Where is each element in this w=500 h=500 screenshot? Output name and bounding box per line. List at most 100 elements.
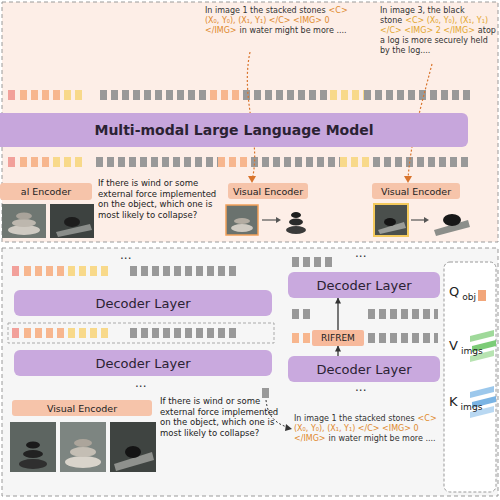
- token-row: [251, 157, 340, 167]
- query-token: [478, 290, 486, 301]
- arrowhead: [404, 176, 412, 183]
- annotation: in water might be more ....: [329, 434, 436, 443]
- attention-panel: [444, 262, 496, 492]
- token-row: [96, 157, 218, 167]
- node-label: Visual Encoder: [381, 186, 451, 197]
- token-row: [24, 328, 68, 338]
- token-row: [373, 157, 470, 167]
- token-row: [68, 266, 112, 276]
- encoder-box: Visual Encoder: [12, 400, 152, 416]
- stone: [26, 442, 40, 449]
- token-row: [340, 157, 373, 167]
- token-row: [68, 328, 112, 338]
- annotation: If there is wind or some external force …: [98, 178, 216, 220]
- stone: [8, 225, 40, 235]
- annotation: V: [449, 338, 458, 353]
- key-token: [470, 386, 494, 398]
- annotation: ...: [135, 376, 146, 390]
- bottom-panel: [2, 248, 498, 496]
- text-block: If there is wind or some external force …: [160, 396, 282, 439]
- node-label: Decoder Layer: [316, 278, 411, 293]
- stone: [16, 213, 32, 220]
- model-band: Multi-modal Large Language Model: [0, 113, 468, 147]
- subscript: imgs: [461, 346, 483, 356]
- encoder-box: Visual Encoder: [228, 183, 308, 199]
- annotation: ...: [355, 380, 366, 394]
- stone: [234, 218, 250, 224]
- token-row: [53, 157, 86, 167]
- node-label: Decoder Layer: [316, 362, 411, 377]
- decoder-layer-box: Decoder Layer: [288, 356, 440, 382]
- node-label: Decoder Layer: [95, 356, 190, 371]
- annotation: in water might be more ....: [240, 26, 347, 35]
- node-label: Multi-modal Large Language Model: [94, 122, 373, 138]
- subscript: obj: [462, 292, 476, 302]
- text-block: ...: [355, 380, 385, 395]
- photo: [60, 422, 106, 472]
- log: [434, 220, 470, 236]
- text-block: In image 3, the black stone<C> (X₀, Y₀),…: [380, 6, 496, 56]
- stone: [12, 219, 36, 227]
- arrow-line: [411, 219, 424, 220]
- token-row: [330, 90, 364, 100]
- text-block: Vimgs: [449, 338, 489, 357]
- arrowhead: [248, 176, 256, 183]
- token-bracket: [8, 323, 274, 343]
- photo: [110, 422, 156, 472]
- connector-arrow: [337, 346, 338, 356]
- annotation: In image 1 the stacked stones: [205, 6, 326, 15]
- node-label: Decoder Layer: [95, 296, 190, 311]
- photo: [374, 204, 408, 236]
- text-block: Qobj: [449, 284, 489, 303]
- connector-arrow: [337, 298, 338, 330]
- token: [262, 388, 269, 398]
- photo: [50, 204, 94, 238]
- stone: [19, 459, 47, 469]
- stone: [384, 218, 396, 226]
- token: [12, 328, 19, 338]
- token-row: [243, 90, 330, 100]
- module-box: RIFREM: [312, 330, 364, 346]
- token-row: [368, 333, 438, 343]
- stone: [64, 217, 80, 227]
- arrowhead: [276, 217, 281, 223]
- token-row: [210, 90, 243, 100]
- token: [8, 90, 15, 100]
- annotation: K: [449, 394, 458, 409]
- stone: [23, 450, 43, 458]
- token: [8, 157, 15, 167]
- node-label: RIFREM: [321, 333, 355, 343]
- stone: [443, 214, 461, 226]
- encoder-box: al Encoder: [0, 183, 92, 200]
- token-row: [292, 333, 310, 343]
- annotation: ...: [355, 246, 366, 260]
- token-row: [24, 266, 68, 276]
- stone: [65, 456, 101, 468]
- stone: [231, 224, 253, 232]
- value-token: [470, 330, 494, 342]
- subscript: imgs: [461, 402, 483, 412]
- text-block: In image 1 the stacked stones<C> (X₀, Y₀…: [205, 6, 355, 36]
- decoder-layer-box: Decoder Layer: [288, 272, 440, 298]
- token-row: [292, 257, 336, 267]
- token-row: [20, 157, 53, 167]
- token-row: [130, 266, 240, 276]
- annotation: Q: [449, 284, 459, 299]
- token-row: [130, 328, 240, 338]
- arrowhead: [285, 424, 292, 431]
- node-label: Visual Encoder: [47, 403, 117, 414]
- text-block: ...: [120, 248, 150, 263]
- decoder-layer-box: Decoder Layer: [14, 350, 272, 376]
- log: [378, 222, 406, 234]
- stone: [289, 219, 303, 226]
- encoder-box: Visual Encoder: [372, 183, 460, 199]
- annotation: ...: [120, 248, 131, 262]
- token-row: [364, 90, 470, 100]
- token-row: [64, 90, 86, 100]
- token-row: [20, 90, 64, 100]
- annotation: In image 1 the stacked stones: [294, 414, 415, 423]
- photo: [2, 204, 46, 238]
- stone: [70, 447, 96, 457]
- text-block: If there is wind or some external force …: [98, 178, 222, 221]
